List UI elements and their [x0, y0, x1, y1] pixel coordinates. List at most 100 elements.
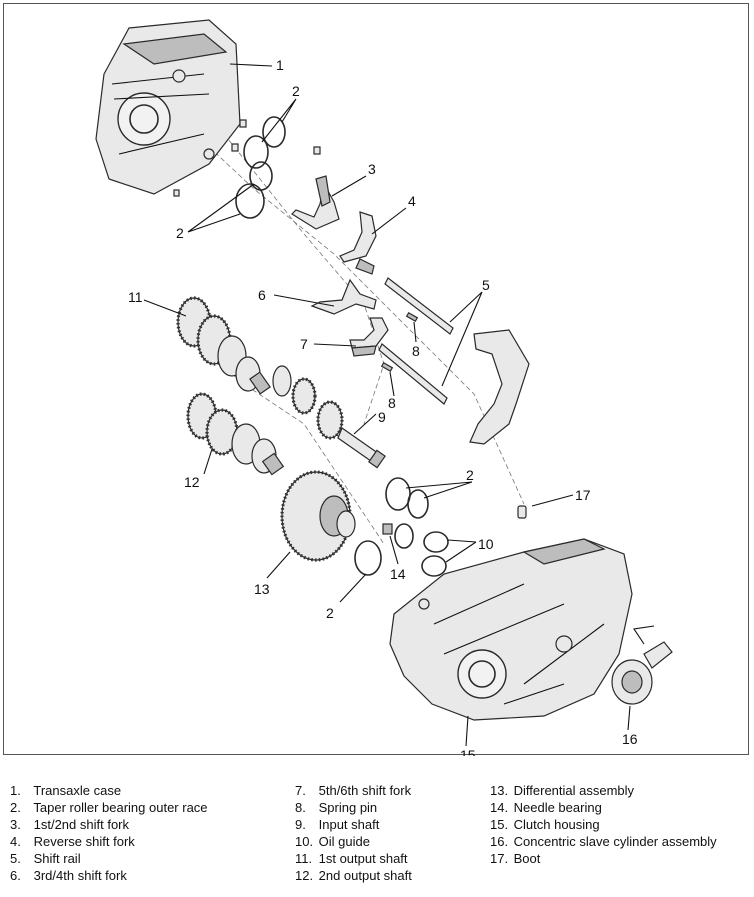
- boot: [517, 505, 527, 519]
- reverse-shift-fork: [339, 211, 377, 275]
- dowel-pin: [231, 143, 239, 152]
- legend-item: 16. Concentric slave cylinder assembly: [490, 833, 717, 850]
- callout-10: 10: [478, 536, 494, 552]
- dowel-pin: [173, 189, 180, 197]
- legend-item: 9. Input shaft: [295, 816, 412, 833]
- legend-item: 5. Shift rail: [10, 850, 208, 867]
- legend-item-label: Shift rail: [33, 851, 81, 866]
- leader-lines: [143, 63, 631, 747]
- transaxle-case: [95, 19, 241, 195]
- legend-item: 11. 1st output shaft: [295, 850, 412, 867]
- callout-8: 8: [388, 395, 396, 411]
- shift-fork-5th-6th: [349, 317, 389, 357]
- spring-pin: [405, 311, 419, 323]
- legend-item-number: 10.: [295, 834, 314, 849]
- differential-assembly: [280, 470, 356, 562]
- assembly-axis-line: [173, 113, 525, 505]
- output-shaft-1st: [176, 296, 271, 395]
- legend-item: 7. 5th/6th shift fork: [295, 782, 412, 799]
- bearing-race-ring: [243, 135, 269, 169]
- shift-fork-1st-2nd: [291, 175, 340, 230]
- shift-fork-3rd-4th: [310, 278, 377, 315]
- spring-pin: [380, 361, 394, 373]
- legend-item: 2. Taper roller bearing outer race: [10, 799, 208, 816]
- legend-item: 1. Transaxle case: [10, 782, 208, 799]
- diagram-frame: 1 2 2 2 2 3 4 5 6 7 8 8 9 10 11 12 13 14…: [3, 3, 749, 756]
- legend-item: 17. Boot: [490, 850, 717, 867]
- bearing-race-ring: [354, 540, 382, 576]
- legend-item-number: 11.: [295, 851, 313, 866]
- oil-guide: [421, 555, 447, 577]
- legend-item-label: 2nd output shaft: [318, 868, 412, 883]
- concentric-slave-cylinder: [611, 625, 673, 705]
- callout-1: 1: [276, 57, 284, 73]
- legend-item-label: Input shaft: [318, 817, 380, 832]
- callout-11: 11: [128, 289, 143, 305]
- shift-rail-lower: [378, 343, 448, 405]
- legend-item-label: Boot: [513, 851, 541, 866]
- legend-item: 3. 1st/2nd shift fork: [10, 816, 208, 833]
- legend-item-number: 1.: [10, 783, 21, 798]
- callout-16: 16: [622, 731, 638, 747]
- dowel-pin: [239, 119, 247, 128]
- legend-item-label: Clutch housing: [513, 817, 600, 832]
- legend-item: 14. Needle bearing: [490, 799, 717, 816]
- bearing-race-ring: [262, 116, 286, 148]
- legend-item-number: 15.: [490, 817, 509, 832]
- callout-12: 12: [184, 474, 200, 490]
- legend-item-number: 4.: [10, 834, 21, 849]
- bearing-race-ring: [385, 477, 411, 511]
- shift-rail-upper: [384, 277, 454, 335]
- bearing-race-ring: [235, 183, 265, 219]
- dowel-pin: [313, 146, 321, 155]
- legend-item-number: 16.: [490, 834, 509, 849]
- callout-5: 5: [482, 277, 490, 293]
- legend-item: 8. Spring pin: [295, 799, 412, 816]
- callout-2: 2: [466, 467, 474, 483]
- legend-item-number: 7.: [295, 783, 306, 798]
- shift-rail-bracket: [469, 329, 530, 445]
- legend-item-number: 14.: [490, 800, 509, 815]
- legend-item-label: Needle bearing: [513, 800, 602, 815]
- legend-item-number: 9.: [295, 817, 306, 832]
- legend-item-number: 8.: [295, 800, 306, 815]
- oil-guide: [423, 531, 449, 553]
- callout-14: 14: [390, 566, 406, 582]
- exploded-view-diagram: 1 2 2 2 2 3 4 5 6 7 8 8 9 10 11 12 13 14…: [95, 19, 673, 756]
- needle-bearing: [382, 523, 393, 535]
- legend-item-number: 2.: [10, 800, 21, 815]
- legend-item: 13. Differential assembly: [490, 782, 717, 799]
- legend-item-label: 1st output shaft: [318, 851, 408, 866]
- bearing-race-ring: [407, 489, 429, 519]
- legend-item: 4. Reverse shift fork: [10, 833, 208, 850]
- legend-item-number: 17.: [490, 851, 509, 866]
- legend-item-label: 5th/6th shift fork: [318, 783, 412, 798]
- callout-7: 7: [300, 336, 308, 352]
- input-shaft: [272, 365, 386, 469]
- callout-9: 9: [378, 409, 386, 425]
- callout-3: 3: [368, 161, 376, 177]
- legend-item-label: Reverse shift fork: [33, 834, 135, 849]
- clutch-housing: [389, 538, 633, 721]
- legend-item: 15. Clutch housing: [490, 816, 717, 833]
- legend-item-label: 1st/2nd shift fork: [33, 817, 130, 832]
- legend-item-label: Transaxle case: [33, 783, 122, 798]
- output-shaft-2nd: [186, 392, 285, 476]
- legend-item-label: Oil guide: [318, 834, 370, 849]
- callout-2: 2: [176, 225, 184, 241]
- legend-item-number: 13.: [490, 783, 509, 798]
- legend-item-label: Spring pin: [318, 800, 378, 815]
- legend-item-label: Taper roller bearing outer race: [33, 800, 208, 815]
- legend-item-number: 5.: [10, 851, 21, 866]
- bearing-race-ring: [394, 523, 414, 549]
- callout-17: 17: [575, 487, 591, 503]
- callout-2: 2: [326, 605, 334, 621]
- legend-item: 12. 2nd output shaft: [295, 867, 412, 884]
- callout-13: 13: [254, 581, 270, 597]
- legend-item-number: 3.: [10, 817, 21, 832]
- legend-item: 10. Oil guide: [295, 833, 412, 850]
